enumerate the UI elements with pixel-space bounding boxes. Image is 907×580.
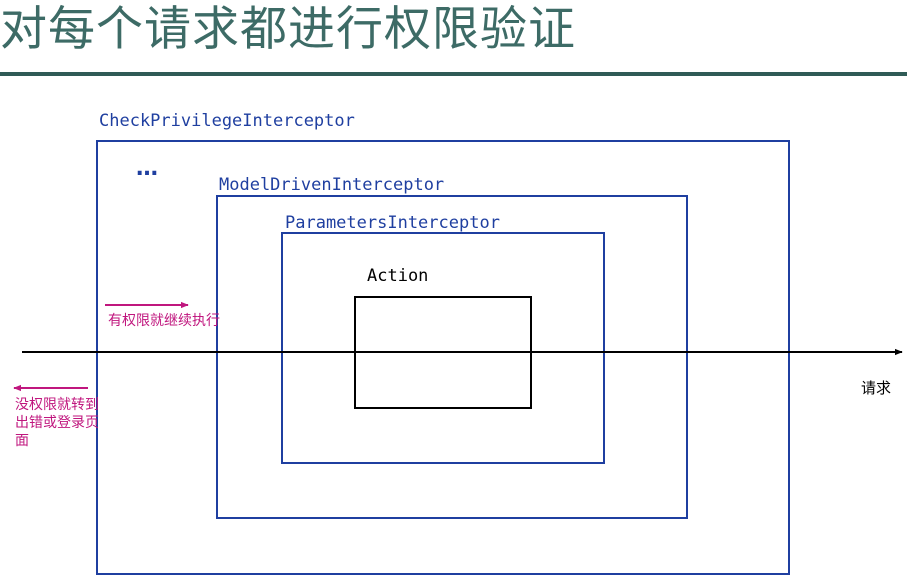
title-underline (0, 72, 907, 76)
check-privilege-interceptor-box (96, 140, 790, 575)
model-driven-interceptor-label: ModelDrivenInterceptor (219, 175, 445, 195)
model-driven-interceptor-box (216, 195, 688, 519)
request-label: 请求 (861, 379, 892, 397)
continue-note: 有权限就继续执行 (108, 313, 220, 329)
parameters-interceptor-box (281, 232, 605, 464)
page-title: 对每个请求都进行权限验证 (0, 2, 576, 57)
parameters-interceptor-label: ParametersInterceptor (285, 213, 500, 233)
more-interceptors-ellipsis: … (136, 156, 158, 181)
check-privilege-interceptor-label: CheckPrivilegeInterceptor (99, 111, 355, 131)
redirect-note: 没权限就转到出错或登录页面 (15, 397, 99, 449)
action-label: Action (367, 266, 429, 286)
